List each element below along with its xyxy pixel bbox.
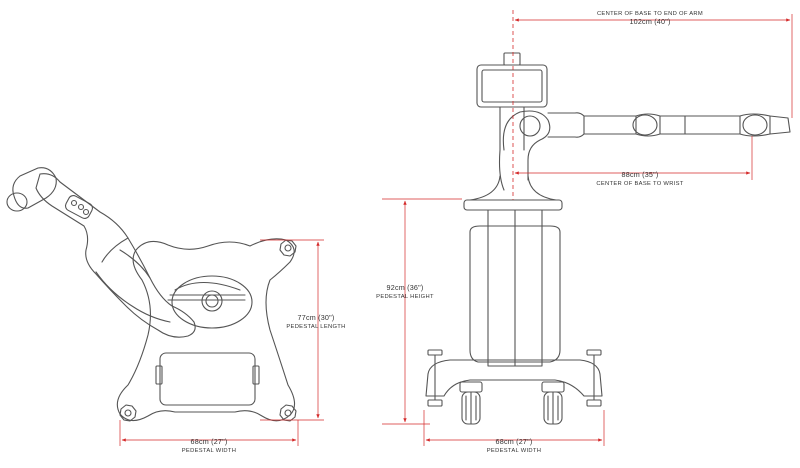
side-view-base-frame: [425, 359, 603, 397]
side-view-display: [476, 64, 548, 108]
pedestal-base-outline: [116, 238, 296, 422]
side-view-width-label: PEDESTAL WIDTH: [487, 448, 541, 454]
top-view-base-joint: [171, 275, 253, 329]
side-view-dimensions: CENTER OF BASE TO END OF ARM 102cm (40")…: [376, 11, 793, 454]
top-view-foot-bottom-left: [119, 404, 137, 422]
top-view-dimensions: 68cm (27") PEDESTAL WIDTH 77cm (30") PED…: [119, 239, 345, 454]
top-view-drawing: [6, 167, 297, 422]
arm-reach-label: CENTER OF BASE TO END OF ARM: [597, 11, 703, 17]
side-view-drawing: [425, 52, 791, 425]
top-view-foot-bottom-right: [279, 404, 297, 422]
top-view-wrist-buttons: [64, 195, 94, 219]
pedestal-height-label: PEDESTAL HEIGHT: [376, 294, 434, 300]
top-view-gripper: [12, 167, 57, 209]
side-view-caster-left: [459, 381, 483, 425]
top-view-housing: [159, 352, 256, 406]
top-view-length-label: PEDESTAL LENGTH: [286, 324, 345, 330]
top-view-width-value: 68cm (27"): [191, 437, 228, 446]
side-view-arm: [547, 112, 791, 138]
pedestal-height-value: 92cm (36"): [387, 283, 424, 292]
top-view-width-label: PEDESTAL WIDTH: [182, 448, 236, 454]
wrist-value: 88cm (35"): [622, 170, 659, 179]
side-view-leveling-foot-left: [427, 349, 443, 407]
wrist-label: CENTER OF BASE TO WRIST: [596, 181, 683, 187]
side-view-width-value: 68cm (27"): [496, 437, 533, 446]
top-view-arm: [35, 173, 196, 338]
arm-reach-value: 102cm (40"): [629, 17, 670, 26]
side-view-caster-right: [541, 381, 565, 425]
top-view-length-value: 77cm (30"): [298, 313, 335, 322]
side-view-leveling-foot-right: [586, 349, 602, 407]
side-view-top-plate: [463, 199, 563, 211]
